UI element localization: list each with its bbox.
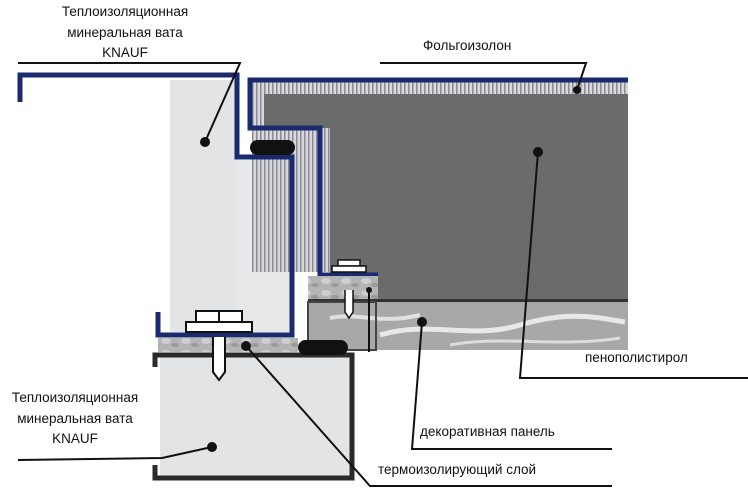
seal-top <box>250 140 295 155</box>
bolt <box>185 310 253 382</box>
leader-lines <box>17 62 748 487</box>
seal-bottom <box>298 340 348 355</box>
label-top-mineral-wool: Теплоизоляционная минеральная вата KNAUF <box>30 2 220 64</box>
label-line: Теплоизоляционная <box>61 4 189 19</box>
door-leaf <box>247 77 628 302</box>
frame-profile <box>17 72 295 338</box>
label-line: Теплоизоляционная <box>11 390 139 405</box>
bottom-mineral-wool <box>152 352 355 481</box>
label-thermo-layer: термоизолирующий слой <box>378 462 537 477</box>
label-foil: Фольгоизолон <box>423 38 512 53</box>
label-decorative-panel: декоративная панель <box>420 424 555 439</box>
decorative-panel <box>307 299 628 351</box>
label-bottom-mineral-wool: Теплоизоляционная минеральная вата KNAUF <box>0 388 150 450</box>
thermo-layer <box>158 338 298 352</box>
label-line: минеральная вата <box>17 410 133 426</box>
leader-dots <box>200 86 581 452</box>
label-line: KNAUF <box>102 45 148 60</box>
label-polystyrene: пенополистирол <box>585 350 688 365</box>
bolt-small <box>331 259 367 320</box>
label-line: KNAUF <box>52 431 98 446</box>
label-line: минеральная вата <box>67 24 183 40</box>
